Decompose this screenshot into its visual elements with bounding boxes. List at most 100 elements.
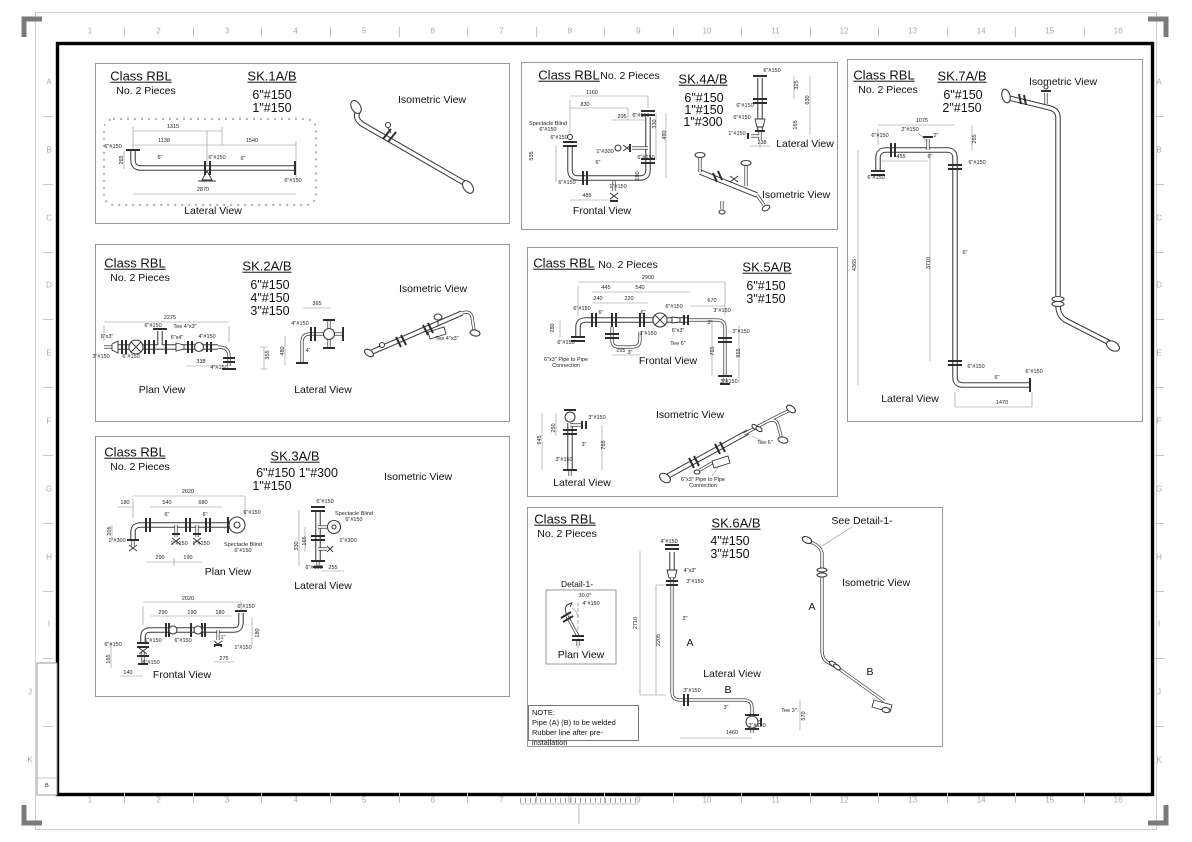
ruler-label: 13: [908, 795, 918, 805]
sk6-isometric-drawing: [801, 526, 893, 714]
ruler-label: G: [45, 484, 53, 494]
ruler-label: C: [1156, 213, 1162, 223]
ruler-label: G: [1155, 484, 1163, 494]
sk2-lateral-view-drawing: [284, 307, 344, 365]
ruler-tick: [1015, 27, 1017, 37]
ruler-label: E: [46, 348, 52, 358]
ruler-label: 8: [567, 795, 573, 805]
sk6-lateral-view-drawing: [639, 544, 801, 739]
ruler-tick: [43, 522, 53, 524]
ruler-tick: [1154, 522, 1164, 524]
panel-sk5: [527, 247, 838, 497]
ruler-tick: [467, 27, 469, 37]
ruler-label: 7: [499, 795, 504, 805]
ruler-label: 4: [293, 795, 298, 805]
ruler-tick: [741, 793, 743, 803]
ruler-tick: [604, 27, 606, 37]
ruler-label: 16: [1113, 795, 1123, 805]
ruler-label: I: [47, 619, 51, 629]
ruler-label: J: [1157, 687, 1161, 697]
note-heading: NOTE:: [532, 708, 555, 717]
panel-sk4: [521, 62, 838, 230]
ruler-label: E: [1156, 348, 1162, 358]
ruler-tick: [192, 793, 194, 803]
ruler-label: A: [1156, 77, 1162, 87]
ruler-tick: [329, 27, 331, 37]
ruler-label: 3: [224, 26, 230, 36]
ruler-label: 1: [87, 26, 93, 36]
ruler-label: K: [27, 755, 33, 765]
ruler-tick: [329, 793, 331, 803]
sk3-plan-view-drawing: [111, 495, 246, 566]
ruler-label: H: [46, 552, 52, 562]
ruler-label: A: [46, 77, 52, 87]
panel-sk3: [95, 436, 510, 697]
ruler-tick: [1154, 658, 1164, 660]
ruler-label: 13: [908, 26, 918, 36]
ruler-tick: [1154, 726, 1164, 728]
ruler-tick: [43, 455, 53, 456]
ruler-label: D: [1156, 280, 1162, 290]
ruler-label: 10: [702, 26, 712, 36]
ruler-tick: [43, 590, 53, 592]
ruler-label: 14: [976, 795, 986, 805]
ruler-label: F: [1156, 416, 1162, 426]
ruler-label: B: [1156, 145, 1162, 155]
ruler-tick: [1154, 183, 1164, 185]
ruler-tick: [1154, 590, 1164, 592]
ruler-label: 12: [839, 26, 849, 36]
sk4-isometric-drawing: [694, 151, 771, 215]
ruler-tick: [1154, 455, 1164, 456]
ruler-label: 5: [361, 26, 367, 36]
ruler-tick: [672, 27, 674, 37]
ruler-label: 9: [636, 26, 641, 36]
ruler-label: 2: [156, 26, 161, 36]
sk7-lateral-view-drawing: [857, 124, 1033, 408]
ruler-tick: [809, 27, 811, 37]
ruler-label: 15: [1045, 26, 1055, 36]
ruler-tick: [1154, 116, 1164, 117]
ruler-tick: [43, 658, 53, 660]
ruler-label: F: [46, 416, 52, 426]
ruler-tick: [672, 793, 674, 803]
ruler-tick: [192, 27, 194, 37]
sk2-plan-view-drawing: [103, 321, 268, 370]
ruler-label: 6: [430, 795, 435, 805]
ruler-label: 11: [771, 26, 780, 36]
title-block-stub: [36, 662, 58, 796]
ruler-label: 16: [1113, 26, 1123, 36]
ruler-tick: [43, 183, 53, 185]
ruler-tick: [535, 27, 537, 37]
ruler-tick: [878, 27, 880, 37]
ruler-tick: [946, 793, 948, 803]
ruler-label: K: [1156, 755, 1162, 765]
ruler-label: B: [46, 145, 52, 155]
ruler-tick: [261, 793, 263, 803]
ruler-label: 9: [636, 795, 641, 805]
ruler-label: 4: [293, 26, 298, 36]
ruler-label: 15: [1045, 795, 1055, 805]
ruler-label: C: [46, 213, 52, 223]
ruler-tick: [43, 319, 53, 321]
note-box: NOTE: Pipe (A) (B) to be welded Rubber l…: [528, 705, 639, 747]
panel-sk1: [95, 63, 510, 224]
sk3-frontal-view-drawing: [110, 601, 253, 677]
ruler-label: 7: [499, 26, 504, 36]
ruler-label: 12: [839, 795, 849, 805]
ruler-tick: [124, 27, 126, 37]
panel-sk7: [847, 59, 1143, 422]
ruler-label: 10: [702, 795, 712, 805]
note-line: Pipe (A) (B) to be welded: [532, 718, 616, 728]
ruler-tick: [467, 793, 469, 803]
graphic-scale-bar: [520, 798, 638, 803]
ruler-tick: [604, 793, 606, 803]
sk5-frontal-view-drawing: [559, 281, 740, 385]
ruler-label: 11: [771, 795, 780, 805]
ruler-tick: [878, 793, 880, 803]
sk4-lateral-view-drawing: [747, 75, 811, 148]
ruler-label: I: [1157, 619, 1161, 629]
ruler-label: J: [28, 687, 32, 697]
ruler-tick: [946, 27, 948, 37]
sk1-lateral-view-drawing: [102, 117, 318, 207]
